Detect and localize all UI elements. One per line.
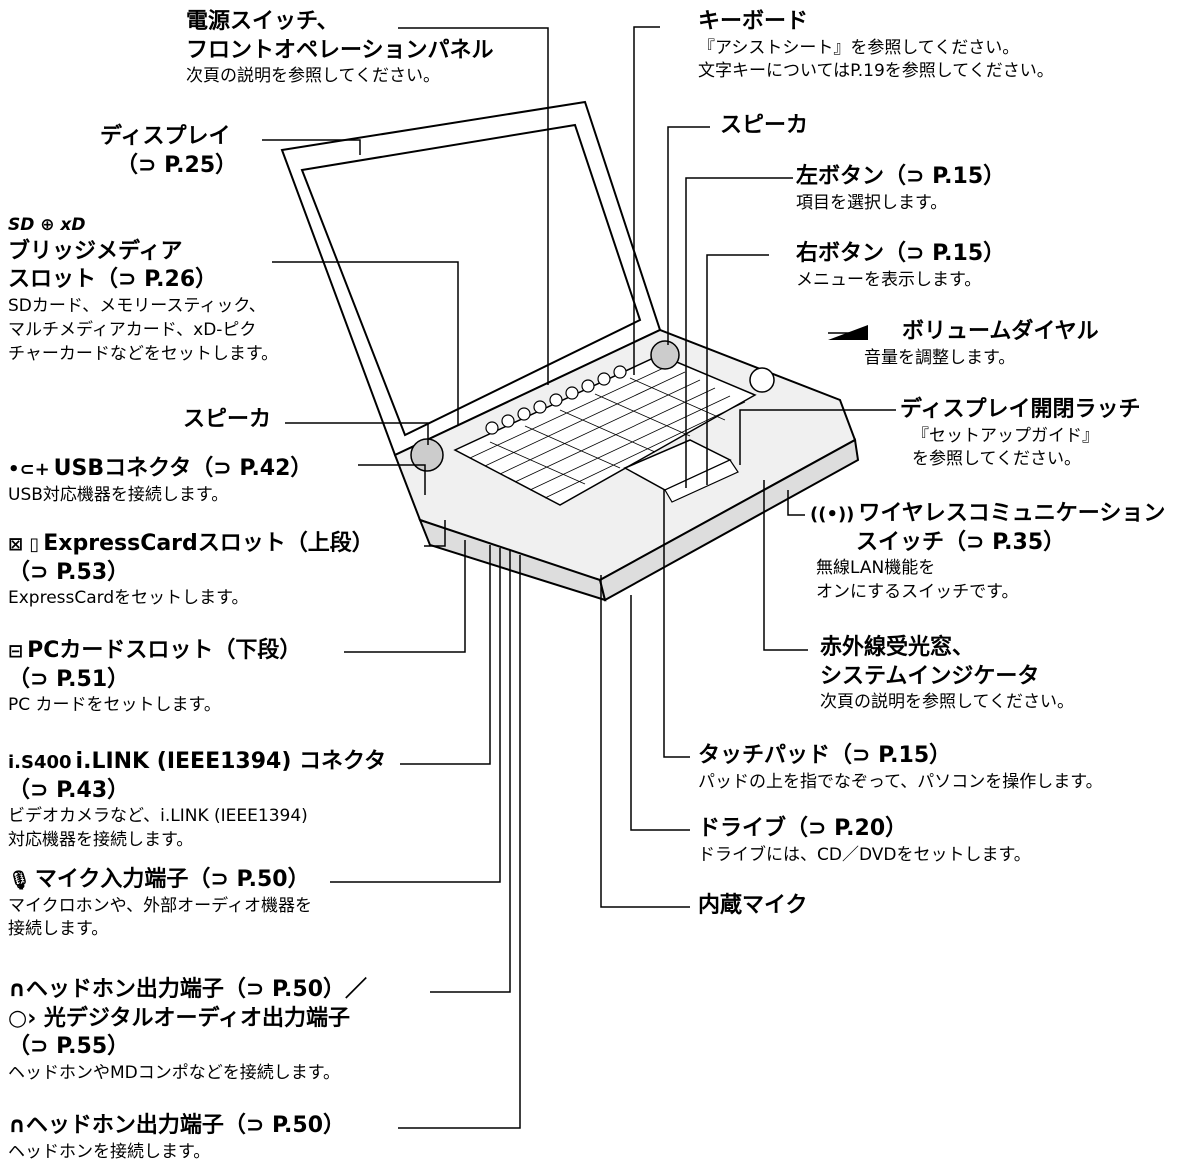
ilink-title: i.LINK (IEEE1394) コネクタ (75, 749, 387, 774)
microphone-icon: 🎙 (8, 870, 31, 891)
headphone-optical-desc: ヘッドホンやMDコンポなどを接続します。 (8, 1062, 341, 1083)
infrared-desc: 次頁の説明を参照してください。 (820, 692, 1074, 713)
right-button-title: 右ボタン（⊃ P.15） (796, 241, 1006, 266)
callout-speaker-left: スピーカ (183, 406, 271, 435)
touchpad-desc: パッドの上を指でなぞって、パソコンを操作します。 (698, 771, 1103, 792)
keyboard-desc-1: 『アシストシート』を参照してください。 (698, 37, 1020, 58)
callout-display: ディスプレイ （⊃ P.25） (100, 123, 237, 180)
bridge-desc-3: チャーカードなどをセットします。 (8, 343, 279, 364)
mic-title: マイク入力端子（⊃ P.50） (34, 867, 310, 892)
callout-speaker-right: スピーカ (720, 112, 808, 141)
volume-title: ボリュームダイヤル (902, 319, 1099, 344)
touchpad-title: タッチパッド（⊃ P.15） (698, 743, 952, 768)
bridge-title-2: スロット（⊃ P.26） (8, 267, 218, 293)
pccard-title: PCカードスロット（下段） (27, 638, 302, 663)
display-ref: （⊃ P.25） (116, 152, 238, 178)
speaker-left-title: スピーカ (183, 407, 272, 432)
callout-touchpad: タッチパッド（⊃ P.15） パッドの上を指でなぞって、パソコンを操作します。 (698, 742, 1103, 794)
callout-usb: •⊂+USBコネクタ（⊃ P.42） USB対応機器を接続します。 (8, 455, 312, 507)
ilink-desc-1: ビデオカメラなど、i.LINK (IEEE1394) (8, 806, 308, 827)
display-title: ディスプレイ (100, 124, 231, 149)
callout-headphone-optical: ∩ヘッドホン出力端子（⊃ P.50）／ ○› 光デジタルオーディオ出力端子 （⊃… (8, 976, 367, 1086)
left-speaker-grille (410, 438, 444, 472)
wireless-title-2: スイッチ（⊃ P.35） (856, 529, 1066, 555)
wireless-icon: ((•)) (810, 504, 855, 525)
operation-buttons (485, 365, 627, 435)
callout-expresscard: ⊠ ▯ExpressCardスロット（上段） （⊃ P.53） ExpressC… (8, 530, 374, 611)
bridge-title-1: ブリッジメディア (8, 238, 183, 264)
bridge-desc-2: マルチメディアカード、xD-ピク (8, 319, 257, 340)
wireless-title-1: ワイヤレスコミュニケーション (858, 501, 1166, 526)
left-button-title: 左ボタン（⊃ P.15） (796, 164, 1006, 189)
volume-dial (749, 367, 775, 393)
callout-drive: ドライブ（⊃ P.20） ドライブには、CD／DVDをセットします。 (698, 815, 1031, 867)
volume-wedge-icon (828, 325, 868, 340)
expresscard-icon: ⊠ ▯ (8, 534, 40, 555)
latch-title: ディスプレイ開閉ラッチ (900, 397, 1141, 422)
usb-desc: USB対応機器を接続します。 (8, 484, 229, 505)
callout-keyboard: キーボード 『アシストシート』を参照してください。 文字キーについてはP.19を… (698, 8, 1054, 84)
right-speaker-grille (650, 340, 680, 370)
headphone-desc: ヘッドホンを接続します。 (8, 1141, 211, 1162)
headphone-optical-ref: （⊃ P.55） (8, 1034, 130, 1060)
pccard-desc: PC カードをセットします。 (8, 695, 221, 716)
wireless-desc-1: 無線LAN機能を (816, 558, 936, 579)
drive-title: ドライブ（⊃ P.20） (698, 816, 908, 841)
callout-right-button: 右ボタン（⊃ P.15） メニューを表示します。 (796, 240, 1005, 292)
latch-desc-2: を参照してください。 (912, 449, 1081, 470)
callout-left-button: 左ボタン（⊃ P.15） 項目を選択します。 (796, 163, 1005, 215)
keyboard-title: キーボード (698, 9, 809, 34)
pccard-ref: （⊃ P.51） (8, 666, 130, 692)
right-button-desc: メニューを表示します。 (796, 269, 982, 290)
key-grid (469, 364, 746, 499)
power-title-2: フロントオペレーションパネル (186, 37, 494, 63)
speaker-right-title: スピーカ (720, 113, 809, 138)
pccard-icon: ⊟ (8, 641, 24, 662)
headphone-title: ∩ヘッドホン出力端子（⊃ P.50） (8, 1113, 346, 1138)
wireless-desc-2: オンにするスイッチです。 (816, 581, 1019, 602)
infrared-title-2: システムインジケータ (820, 663, 1040, 689)
power-desc: 次頁の説明を参照してください。 (186, 66, 440, 87)
expresscard-desc: ExpressCardをセットします。 (8, 588, 249, 609)
callout-power: 電源スイッチ、 フロントオペレーションパネル 次頁の説明を参照してください。 (186, 8, 494, 89)
headphone-optical-title-1: ∩ヘッドホン出力端子（⊃ P.50）／ (8, 977, 368, 1002)
callout-infrared: 赤外線受光窓、 システムインジケータ 次頁の説明を参照してください。 (820, 634, 1074, 715)
callout-bridge-media: SD ⊕ xD ブリッジメディア スロット（⊃ P.26） SDカード、メモリー… (8, 214, 278, 366)
keyboard-desc-2: 文字キーについてはP.19を参照してください。 (698, 61, 1054, 82)
latch-desc-1: 『セットアップガイド』 (912, 425, 1099, 446)
volume-desc: 音量を調整します。 (864, 347, 1016, 368)
drive-desc: ドライブには、CD／DVDをセットします。 (698, 844, 1031, 865)
headphone-optical-title-2: ○› 光デジタルオーディオ出力端子 (8, 1005, 350, 1031)
callout-volume: ボリュームダイヤル 音量を調整します。 (864, 318, 1099, 370)
mic-desc-1: マイクロホンや、外部オーディオ機器を (8, 895, 312, 916)
expresscard-ref: （⊃ P.53） (8, 559, 130, 585)
usb-icon: •⊂+ (8, 459, 50, 480)
internal-mic-title: 内蔵マイク (698, 893, 808, 918)
touchpad-buttons (664, 459, 739, 503)
callout-mic: 🎙マイク入力端子（⊃ P.50） マイクロホンや、外部オーディオ機器を 接続しま… (8, 866, 312, 942)
expresscard-title: ExpressCardスロット（上段） (43, 531, 374, 556)
ilink-desc-2: 対応機器を接続します。 (8, 829, 194, 850)
mic-desc-2: 接続します。 (8, 919, 109, 940)
ilink-ref: （⊃ P.43） (8, 777, 130, 803)
leader-lines (262, 26, 896, 1129)
display-lid (280, 100, 662, 457)
callout-internal-mic: 内蔵マイク (698, 892, 808, 921)
callout-latch: ディスプレイ開閉ラッチ 『セットアップガイド』 を参照してください。 (900, 396, 1140, 472)
media-icons: SD ⊕ xD (8, 215, 86, 235)
ilink-icon: i.S400 (8, 752, 72, 773)
bridge-desc-1: SDカード、メモリースティック、 (8, 295, 266, 316)
callout-headphone: ∩ヘッドホン出力端子（⊃ P.50） ヘッドホンを接続します。 (8, 1112, 345, 1164)
left-button-desc: 項目を選択します。 (796, 192, 948, 213)
infrared-title-1: 赤外線受光窓、 (820, 635, 975, 660)
power-title-1: 電源スイッチ、 (186, 9, 339, 34)
callout-pccard: ⊟PCカードスロット（下段） （⊃ P.51） PC カードをセットします。 (8, 637, 301, 718)
usb-title: USBコネクタ（⊃ P.42） (53, 456, 313, 481)
callout-wireless: ((•))ワイヤレスコミュニケーション スイッチ（⊃ P.35） 無線LAN機能… (810, 500, 1165, 605)
